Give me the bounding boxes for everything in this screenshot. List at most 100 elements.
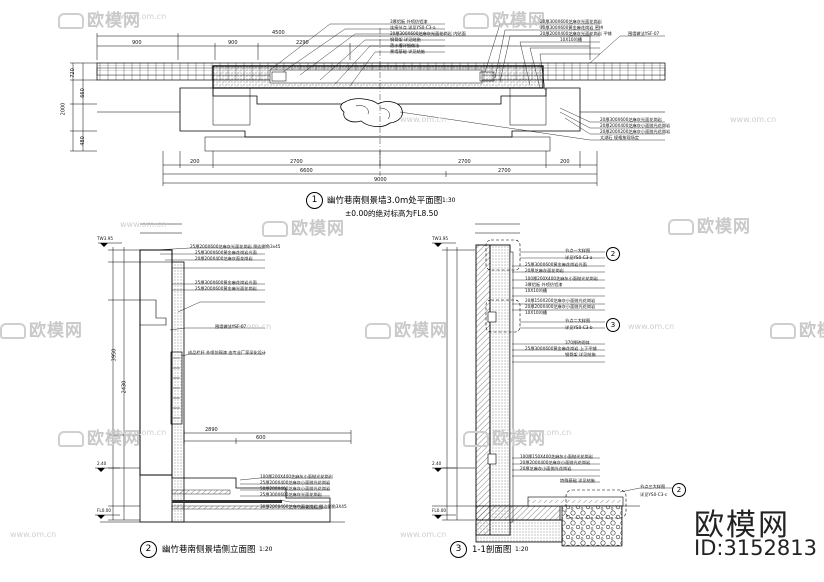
plan-note-right: 20厚200X400芝麻灰小面抛光花岗岩 [600,123,671,128]
elevation-dim: 2430 [121,380,128,394]
section-note: 3厚铝板 外喷仿铝漆 [525,282,563,287]
plan-note: 20厚300X600芝麻灰光面花岗岩 内贴面 [390,31,466,36]
plan-note: 连接节点 详见YS0-C3-a [390,25,436,30]
plan-dim: 2700 [290,159,303,165]
node-marker: 2 [606,247,620,261]
section-note: 节点一大样图 [565,248,591,253]
section-note: 370厚砖砌体 [565,340,590,345]
plan-dim: 9000 [374,177,387,183]
elevation-dim: 600 [256,435,266,441]
section-note: 25厚300X600黄金麻花岗岩光面 [525,262,587,267]
watermark-logo: 欧模网 [262,214,345,239]
watermark-text: 欧模网 [492,429,546,449]
drawing-number-badge: 2 [140,541,157,558]
elevation-note: 50厚200X400芝麻灰小面抛光花岗岩 [260,486,331,491]
drawing-title: 幽竹巷南侧景墙侧立面图 [162,545,256,555]
plan-dim: 200 [560,159,570,165]
node-marker: 3 [606,318,620,332]
watermark-url: www.om.cn [730,115,777,124]
level-mark: FL0.00 [97,508,112,513]
watermark-text: 欧模网 [87,11,141,31]
section-note: 详见YS0-C3-a [565,255,593,260]
plan-note: 落水槽详细做法 [390,43,420,48]
plan-dim: 900 [132,40,142,46]
plan-view [70,23,666,186]
watermark-url: www.om.cn [120,428,167,437]
drawing-subtitle: ±0.00的绝对标高为FL8.50 [345,209,439,218]
plan-note: 钢骨架 详见结施 [390,37,421,42]
level-mark: 2.40 [432,461,442,466]
watermark-text: 欧模网 [394,321,448,341]
level-mark: TW3.95 [432,236,449,241]
plan-dim: 660 [79,88,86,98]
plan-note-right: 20厚200X200芝麻灰小面抛光花岗岩 [600,129,671,134]
watermark-url: www.om.cn [400,530,447,539]
elevation-note: 25厚300X600黄金麻花岗岩光面 [195,250,257,255]
elevation-note: 25厚200X600黄金麻光面花岗岩 [195,286,257,291]
elevation-note: 围墙做法YSF-07 [215,324,247,329]
plan-dim: 480 [79,136,86,146]
footer-brand-name: 欧模网 [694,508,790,543]
plan-note-right: 20厚300X600芝麻灰光面花岗岩 [600,117,662,122]
watermark-text: 欧模网 [29,321,83,341]
level-mark: 2.40 [97,461,107,466]
plan-dim: 2290 [296,40,309,46]
footer-brand-id: ID:3152813 [694,536,817,560]
watermark-logo: 欧模网 [668,212,751,237]
watermark-url: www.om.cn [120,220,167,229]
watermark-logo: 欧模网 [770,316,824,341]
plan-note: 20厚200X400芝麻灰光面花岗岩 平铺 [540,31,612,36]
section-note: 特殊基础 详见结施 [560,478,595,483]
section-note: 100厚200X400芝麻灰小面抛光花岗岩 [525,276,598,281]
drawing-scale: 1:20 [259,546,273,553]
section-note: 20厚150X200芝麻灰小面抛光花岗岩 [525,298,596,303]
elevation-note: 成品栏杆 外喷仿铜漆 由专业厂家深化设计 [188,350,267,355]
drawing-title: 1-1剖面图 [472,545,512,555]
elevation-note: 25厚300X600黄金麻花岗岩光面 [195,280,257,285]
watermark-url: www.om.cn [525,428,572,437]
plan-dim: 2000 [60,102,67,116]
section-note: 10X10凹槽 [525,288,547,293]
plan-note-right: 太湖石 规格按现场定 [600,135,640,140]
section-note: 20厚200X400芝麻灰小面抛光花岗岩 [525,304,596,309]
drawing-number-badge: 1 [306,192,323,209]
watermark-logo: 欧模网 [463,424,546,449]
level-mark: TW3.95 [97,236,114,241]
section-note: 节点三大样图 [640,484,666,489]
watermark-logo: 欧模网 [365,316,448,341]
plan-note: 3厚铝板 外喷仿铝漆 [390,19,428,24]
plan-note: 围墙做法YSF-07 [628,31,660,36]
watermark-text: 欧模网 [799,321,824,341]
plan-dim: 4500 [272,30,285,36]
node-marker: 2 [672,483,686,497]
section-note: 节点二大样图 [565,318,591,323]
watermark-url: www.om.cn [225,322,272,331]
plan-note: 30厚300X600黄金麻花岗岩 密拼 [540,25,604,30]
plan-note: 10X10凹槽 [560,37,582,42]
watermark-text: 欧模网 [87,429,141,449]
elevation-dim: 2890 [205,427,218,433]
elevation-note: 25厚200X600芝麻灰光面花岗岩 侧边倒角3x45 [190,244,281,249]
section-note: 10X10凹槽 [525,310,547,315]
section-note: 详见YS0-C3-c [640,492,668,497]
watermark-text: 欧模网 [291,219,345,239]
plan-dim: 200 [190,159,200,165]
elevation-dim: 3950 [111,348,118,362]
section-note: 钢骨架 详见结施 [565,352,596,357]
elevation-note: 25厚300X600芝麻灰光面花岗岩 [260,492,322,497]
section-view [432,223,672,547]
plan-dim: 2700 [498,168,511,174]
watermark-url: www.om.cn [10,530,57,539]
section-note: 25厚300X600黄金麻花岗岩 上下平铺 [525,346,597,351]
elevation-note: 25厚200X400芝麻灰小面抛光花岗岩 [260,480,331,485]
watermark-text: 欧模网 [697,217,751,237]
elevation-note: 20厚200X400芝麻灰面花岗岩 [195,256,253,261]
section-note: 20厚芝麻灰面花岗岩 [525,268,564,273]
plan-dim: 900 [228,40,238,46]
level-mark: FL0.00 [432,508,447,513]
plan-note: 景墙基础 详见结施 [390,49,425,54]
section-note: 详见YS0-C3-b [565,325,593,330]
watermark-url: www.om.cn [120,12,167,21]
watermark-logo: 欧模网 [58,6,141,31]
